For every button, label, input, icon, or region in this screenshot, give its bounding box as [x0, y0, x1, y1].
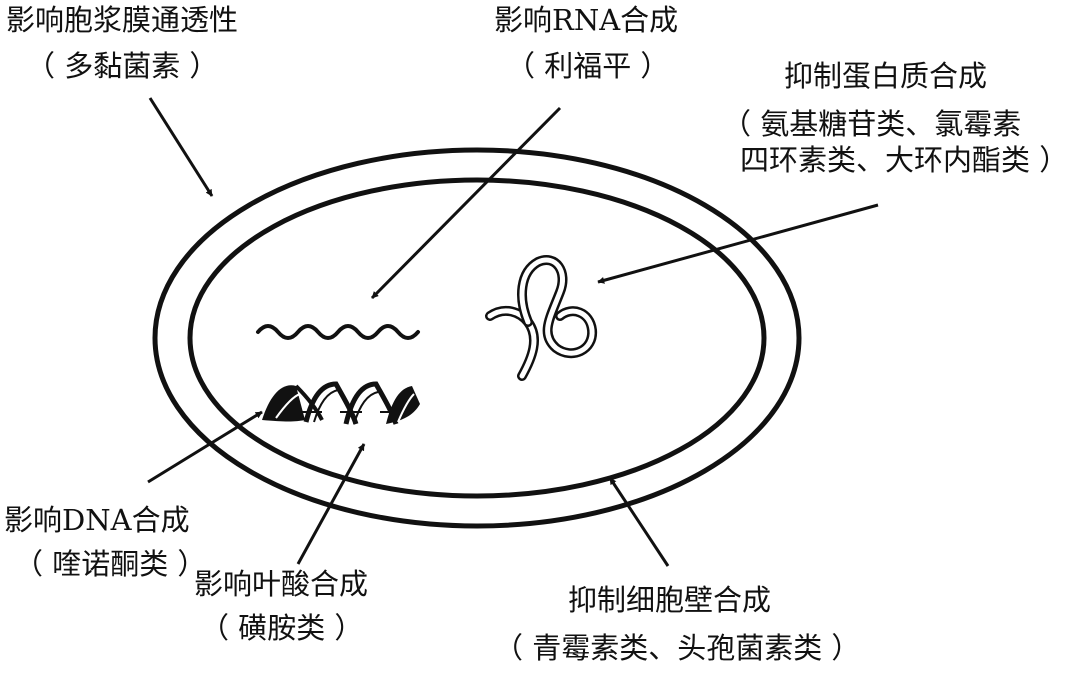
- label-protein-drugs-line1: （ 氨基糖苷类、氯霉素: [722, 107, 1022, 141]
- label-folate: 影响叶酸合成 （ 磺胺类 ）: [194, 566, 368, 646]
- cell-membrane-outline: [187, 177, 767, 499]
- arrow-folate: [296, 443, 366, 565]
- label-dna-drugs: （ 喹诺酮类 ）: [14, 547, 207, 581]
- label-dna-title: 影响DNA合成: [4, 503, 190, 537]
- arrow-dna: [147, 410, 263, 484]
- label-membrane-drugs: （ 多黏菌素 ）: [26, 49, 219, 83]
- label-protein: 抑制蛋白质合成 （ 氨基糖苷类、氯霉素 四环素类、大环内酯类 ）: [722, 58, 1068, 178]
- label-membrane: 影响胞浆膜通透性 （ 多黏菌素 ）: [6, 2, 238, 84]
- label-cell-wall-drugs: （ 青霉素类、头孢菌素类 ）: [494, 631, 861, 665]
- label-folate-title: 影响叶酸合成: [194, 567, 369, 601]
- arrow-protein: [597, 203, 879, 284]
- cell-wall-outline: [152, 147, 802, 529]
- label-cell-wall-title: 抑制细胞壁合成: [568, 583, 772, 617]
- protein-coil: [485, 255, 598, 381]
- label-cell-wall: 抑制细胞壁合成 （ 青霉素类、头孢菌素类 ）: [494, 582, 860, 666]
- label-folate-drugs: （ 磺胺类 ）: [200, 611, 364, 645]
- dna-double-helix: [262, 381, 420, 425]
- arrow-membrane: [148, 97, 214, 197]
- label-protein-title: 抑制蛋白质合成: [784, 59, 988, 93]
- label-rna-drugs: （ 利福平 ）: [506, 49, 670, 83]
- rna-strand: [256, 324, 420, 340]
- label-dna: 影响DNA合成 （ 喹诺酮类 ）: [4, 502, 206, 582]
- label-rna-title: 影响RNA合成: [494, 3, 679, 37]
- arrow-cell-wall: [608, 477, 670, 567]
- arrow-rna: [370, 106, 562, 300]
- label-membrane-title: 影响胞浆膜通透性: [6, 3, 239, 37]
- label-protein-drugs-line2: 四环素类、大环内酯类 ）: [740, 143, 1069, 177]
- label-rna: 影响RNA合成 （ 利福平 ）: [494, 2, 678, 84]
